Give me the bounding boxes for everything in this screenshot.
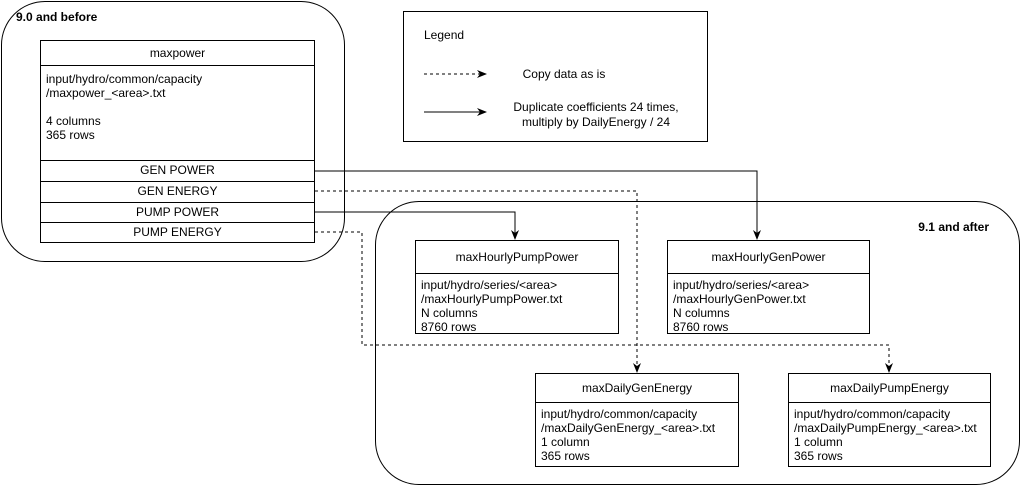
max-hourly-gen-power-body: input/hydro/series/<area> /maxHourlyGenP… [668, 274, 869, 334]
max-daily-pump-energy-path-line1: input/hydro/common/capacity [794, 407, 951, 421]
maxpower-field-gen-power: GEN POWER [40, 160, 315, 182]
max-daily-pump-energy-box: maxDailyPumpEnergy input/hydro/common/ca… [788, 373, 991, 467]
max-daily-gen-energy-title: maxDailyGenEnergy [536, 374, 738, 403]
max-hourly-gen-power-rows: 8760 rows [673, 320, 729, 334]
maxpower-box: maxpower input/hydro/common/capacity /ma… [40, 40, 315, 161]
max-daily-pump-energy-columns: 1 column [794, 435, 843, 449]
legend-title: Legend [424, 28, 465, 42]
max-hourly-pump-power-path-line2: /maxHourlyPumpPower.txt [421, 292, 563, 306]
max-daily-pump-energy-path-line2: /maxDailyPumpEnergy_<area>.txt [794, 421, 977, 435]
max-daily-gen-energy-rows: 365 rows [541, 449, 590, 463]
legend-solid-label-line1: Duplicate coefficients 24 times, [513, 100, 679, 114]
group-after-title: 9.1 and after [918, 220, 989, 234]
legend: Legend Copy data as is Duplicate coeffic… [403, 11, 708, 142]
maxpower-body: input/hydro/common/capacity /maxpower_<a… [41, 66, 314, 142]
max-hourly-pump-power-box: maxHourlyPumpPower input/hydro/series/<a… [415, 240, 619, 334]
max-hourly-gen-power-box: maxHourlyGenPower input/hydro/series/<ar… [667, 240, 870, 334]
max-hourly-pump-power-path-line1: input/hydro/series/<area> [421, 278, 558, 292]
legend-solid-label: Duplicate coefficients 24 times, multipl… [496, 100, 696, 130]
max-daily-pump-energy-body: input/hydro/common/capacity /maxDailyPum… [789, 403, 990, 463]
max-daily-pump-energy-title: maxDailyPumpEnergy [789, 374, 990, 403]
max-hourly-gen-power-path-line2: /maxHourlyGenPower.txt [673, 292, 806, 306]
max-hourly-gen-power-columns: N columns [673, 306, 730, 320]
maxpower-field-pump-power: PUMP POWER [40, 202, 315, 223]
legend-dashed-label: Copy data as is [522, 67, 606, 81]
max-daily-gen-energy-columns: 1 column [541, 435, 590, 449]
maxpower-rows: 365 rows [46, 128, 95, 142]
maxpower-field-pump-energy: PUMP ENERGY [40, 222, 315, 243]
max-daily-gen-energy-box: maxDailyGenEnergy input/hydro/common/cap… [535, 373, 739, 467]
group-before-title: 9.0 and before [16, 10, 98, 24]
max-daily-gen-energy-body: input/hydro/common/capacity /maxDailyGen… [536, 403, 738, 463]
max-hourly-pump-power-title: maxHourlyPumpPower [416, 241, 618, 274]
maxpower-spacer [46, 100, 309, 114]
maxpower-path-line1: input/hydro/common/capacity [46, 72, 203, 86]
max-hourly-gen-power-title: maxHourlyGenPower [668, 241, 869, 274]
max-daily-gen-energy-path-line2: /maxDailyGenEnergy_<area>.txt [541, 421, 716, 435]
maxpower-field-gen-energy: GEN ENERGY [40, 181, 315, 203]
maxpower-title: maxpower [41, 41, 314, 66]
max-daily-pump-energy-rows: 365 rows [794, 449, 843, 463]
max-hourly-gen-power-path-line1: input/hydro/series/<area> [673, 278, 810, 292]
max-hourly-pump-power-body: input/hydro/series/<area> /maxHourlyPump… [416, 274, 618, 334]
legend-solid-label-line2: multiply by DailyEnergy / 24 [521, 115, 671, 129]
maxpower-path-line2: /maxpower_<area>.txt [46, 86, 166, 100]
max-hourly-pump-power-rows: 8760 rows [421, 320, 477, 334]
maxpower-columns: 4 columns [46, 114, 101, 128]
max-daily-gen-energy-path-line1: input/hydro/common/capacity [541, 407, 698, 421]
max-hourly-pump-power-columns: N columns [421, 306, 478, 320]
